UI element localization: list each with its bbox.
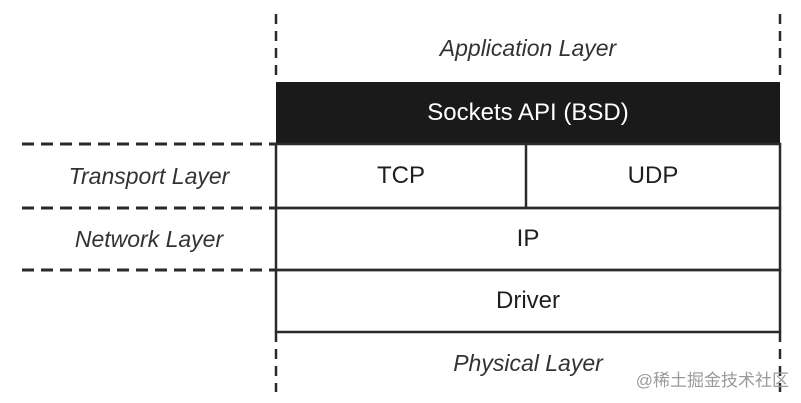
network-layer-label: Network Layer: [74, 225, 224, 252]
application-layer-label: Application Layer: [439, 34, 617, 61]
driver-label: Driver: [496, 287, 560, 314]
ip-label: IP: [516, 225, 540, 252]
transport-layer-label: Transport Layer: [68, 162, 230, 189]
driver-box: [274, 268, 782, 334]
watermark-text: @稀土掘金技术社区: [635, 371, 789, 390]
sockets-api-label: Sockets API (BSD): [427, 99, 629, 126]
physical-layer-label: Physical Layer: [453, 349, 603, 376]
tcp-label: TCP: [377, 162, 425, 189]
udp-label: UDP: [627, 162, 679, 189]
sockets-api-bar: [276, 82, 780, 144]
